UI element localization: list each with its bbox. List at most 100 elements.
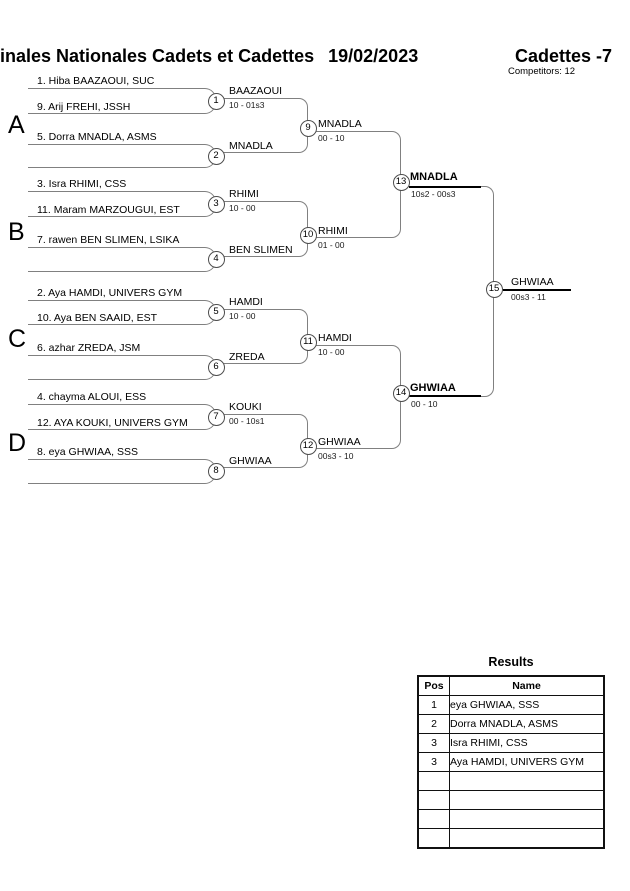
results-row	[417, 828, 605, 849]
competitor-name: 1. Hiba BAAZAOUI, SUC	[37, 75, 155, 87]
results-row: 3 Aya HAMDI, UNIVERS GYM	[417, 752, 605, 772]
results-pos-cell	[417, 809, 450, 829]
match-number-badge: 14	[392, 384, 410, 402]
bracket-line	[224, 414, 308, 446]
match-score: 10 - 00	[229, 311, 256, 321]
bracket-line	[224, 446, 308, 468]
results-pos-cell: 3	[417, 733, 450, 753]
match-score: 10s2 - 00s3	[411, 189, 456, 199]
results-name-cell: Dorra MNADLA, ASMS	[449, 714, 605, 734]
results-pos-cell	[417, 771, 450, 791]
match-number-badge: 3	[207, 195, 225, 213]
results-row: 2 Dorra MNADLA, ASMS	[417, 714, 605, 734]
competitor-name: 3. Isra RHIMI, CSS	[37, 178, 127, 190]
results-pos-cell: 2	[417, 714, 450, 734]
match-score: 10 - 00	[318, 347, 345, 357]
match-winner-name: RHIMI	[229, 188, 259, 200]
results-header-row: Pos Name	[417, 675, 605, 696]
bracket-line	[316, 182, 401, 238]
bracket-line	[224, 201, 308, 235]
bracket-line	[224, 342, 308, 364]
bracket-line	[409, 186, 494, 289]
match-number-badge: 13	[392, 173, 410, 191]
match-score: 10 - 00	[229, 203, 256, 213]
results-row: 3 Isra RHIMI, CSS	[417, 733, 605, 753]
bracket-pair-match8	[28, 459, 216, 484]
match-winner-name: BEN SLIMEN	[229, 244, 293, 256]
match-number-badge: 15	[485, 280, 503, 298]
results-pos-cell	[417, 828, 450, 849]
results-table: Pos Name 1 eya GHWIAA, SSS 2 Dorra MNADL…	[417, 675, 605, 849]
results-row	[417, 771, 605, 791]
match-number-badge: 6	[207, 358, 225, 376]
match-number-badge: 1	[207, 92, 225, 110]
competitor-name: 11. Maram MARZOUGUI, EST	[37, 204, 180, 216]
champion-line	[503, 289, 571, 291]
results-name-cell: eya GHWIAA, SSS	[449, 695, 605, 715]
competitor-name: 4. chayma ALOUI, ESS	[37, 391, 147, 403]
match-winner-name: HAMDI	[229, 296, 263, 308]
match-winner-name: KOUKI	[229, 401, 262, 413]
match-winner-name: ZREDA	[229, 351, 265, 363]
bracket-line	[224, 128, 308, 153]
match-number-badge: 5	[207, 303, 225, 321]
competitor-name: 7. rawen BEN SLIMEN, LSIKA	[37, 234, 180, 246]
match-winner-name: GHWIAA	[229, 455, 272, 467]
match-winner-name: MNADLA	[229, 140, 273, 152]
results-header-pos: Pos	[417, 675, 450, 696]
competitor-name: 9. Arij FREHI, JSSH	[37, 101, 131, 113]
results-name-cell	[449, 828, 605, 849]
match-number-badge: 4	[207, 250, 225, 268]
bracket-line	[224, 98, 308, 128]
match-score: 10 - 01s3	[229, 100, 265, 110]
results-name-cell	[449, 790, 605, 810]
bracket-pair-match2	[28, 144, 216, 168]
match-number-badge: 8	[207, 462, 225, 480]
bracket-line	[316, 131, 401, 182]
match-score: 00 - 10	[318, 133, 345, 143]
group-label-a: A	[8, 111, 25, 139]
group-label-b: B	[8, 218, 25, 246]
match-score: 00 - 10s1	[229, 416, 265, 426]
results-pos-cell: 1	[417, 695, 450, 715]
tournament-date: 19/02/2023	[328, 46, 419, 66]
bracket-line	[316, 345, 401, 393]
match-number-badge: 9	[299, 119, 317, 137]
results-name-cell	[449, 809, 605, 829]
winner-underline	[409, 395, 481, 397]
group-label-c: C	[8, 325, 27, 353]
match-winner-name: RHIMI	[318, 225, 348, 237]
match-score: 00 - 10	[411, 399, 438, 409]
match-number-badge: 7	[207, 408, 225, 426]
match-number-badge: 2	[207, 147, 225, 165]
match-winner-name: GHWIAA	[511, 276, 554, 288]
bracket-line	[224, 309, 308, 342]
competitors-count: Competitors: 12	[508, 66, 576, 77]
results-row	[417, 790, 605, 810]
competitor-name: 2. Aya HAMDI, UNIVERS GYM	[37, 287, 183, 299]
match-score: 00s3 - 11	[511, 292, 546, 302]
bracket-line	[224, 235, 308, 257]
match-winner-name: GHWIAA	[318, 436, 361, 448]
competitor-name: 6. azhar ZREDA, JSM	[37, 342, 141, 354]
match-winner-name: MNADLA	[410, 171, 458, 183]
match-winner-name: GHWIAA	[410, 382, 456, 394]
competitor-name: 12. AYA KOUKI, UNIVERS GYM	[37, 417, 188, 429]
winner-underline	[409, 186, 481, 188]
match-score: 00s3 - 10	[318, 451, 354, 461]
match-winner-name: BAAZAOUI	[229, 85, 283, 97]
bracket-line	[409, 289, 494, 397]
results-pos-cell	[417, 790, 450, 810]
page-title-row: inales Nationales Cadets et Cadettes 19/0…	[0, 46, 418, 67]
competitor-name: 10. Aya BEN SAAID, EST	[37, 312, 158, 324]
results-row: 1 eya GHWIAA, SSS	[417, 695, 605, 715]
results-title: Results	[488, 655, 534, 669]
tournament-title: inales Nationales Cadets et Cadettes	[0, 46, 315, 66]
results-row	[417, 809, 605, 829]
results-pos-cell: 3	[417, 752, 450, 772]
match-score: 01 - 00	[318, 240, 345, 250]
match-number-badge: 12	[299, 437, 317, 455]
match-number-badge: 11	[299, 333, 317, 351]
results-header-name: Name	[449, 675, 605, 696]
